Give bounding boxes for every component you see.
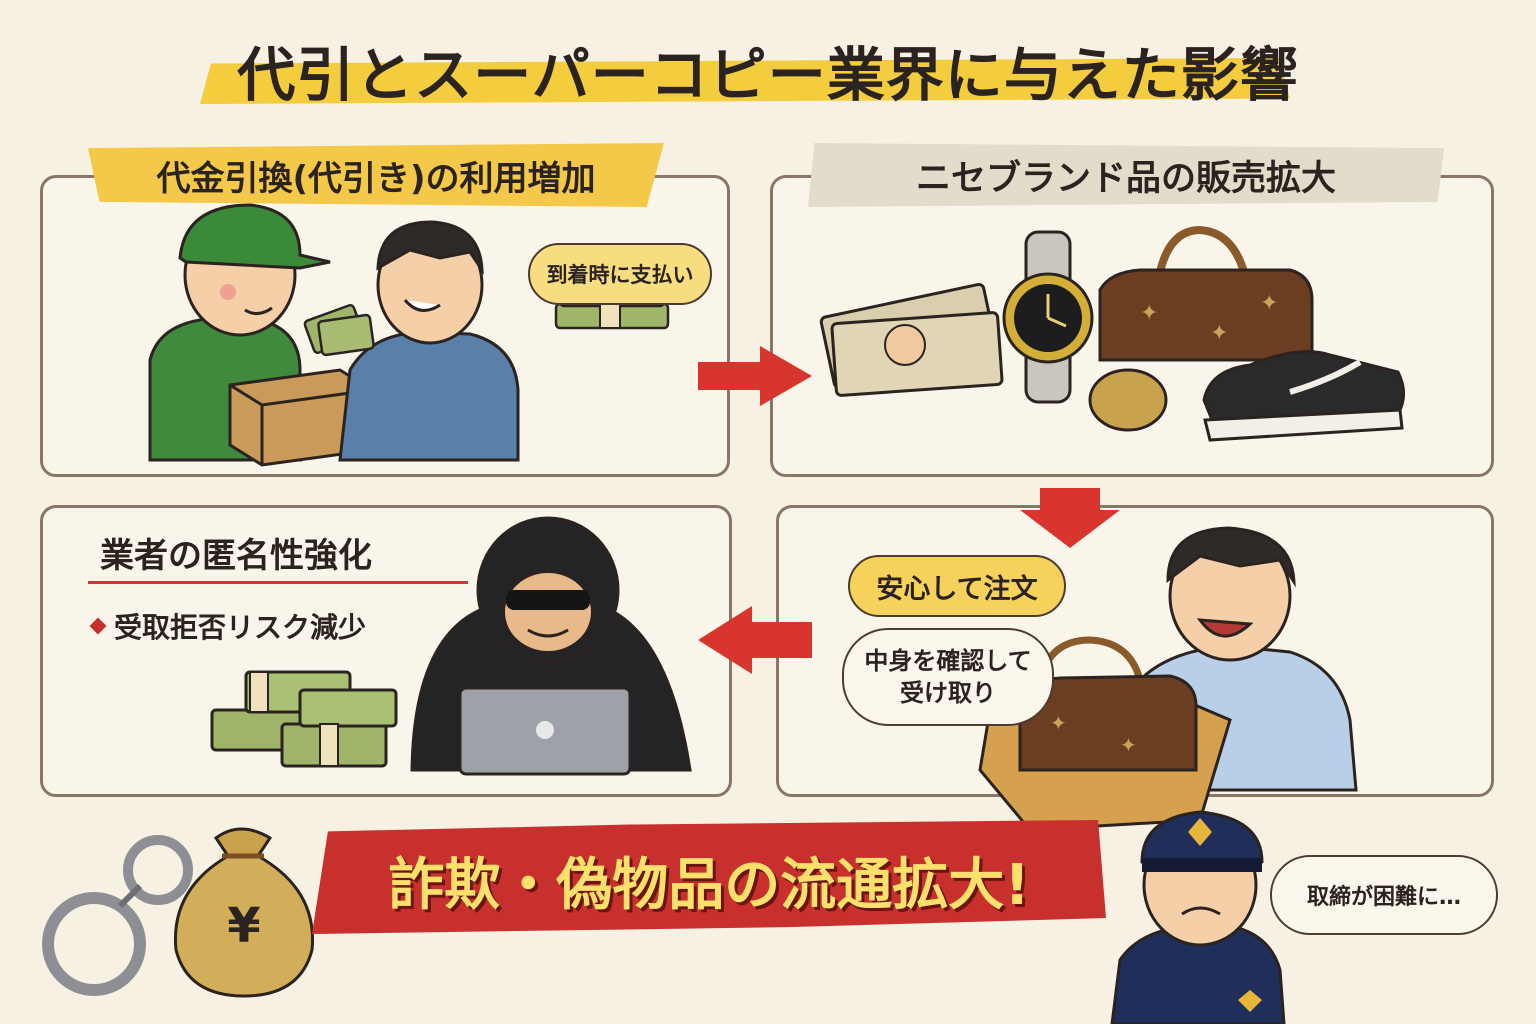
svg-text:✦: ✦ — [1260, 291, 1278, 316]
speech-bubble-police: 取締が困難に… — [1270, 855, 1498, 935]
arrow-down — [1020, 488, 1120, 548]
package-box — [228, 368, 374, 467]
page-title: 代引とスーパーコピー業界に与えた影響 — [237, 41, 1299, 109]
speech-bubble-safe-order: 安心して注文 — [848, 555, 1066, 617]
brand-handbag-icon: ✦ ✦ ✦ — [1098, 225, 1314, 362]
panel-heading-cod: 代金引換(代引き)の利用増加 — [88, 143, 664, 207]
arrow-right — [698, 346, 812, 406]
money-bag-icon — [173, 827, 315, 998]
arrow-left — [698, 606, 812, 674]
laptop-icon — [458, 686, 632, 776]
cash-bundles-icon — [210, 670, 398, 768]
bullet-item: 受取拒否リスク減少 — [89, 606, 367, 646]
bullet-text: 受取拒否リスク減少 — [114, 611, 367, 644]
police-officer-illustration — [1110, 810, 1286, 1024]
bubble-line-1: 中身を確認して — [864, 646, 1032, 675]
panel-heading-anonymity: 業者の匿名性強化 — [100, 536, 372, 576]
cash-in-hand-icon — [303, 304, 375, 357]
title-banner — [200, 58, 1290, 104]
bullet-diamond-icon — [89, 617, 107, 635]
conclusion-banner — [312, 820, 1106, 934]
speech-bubble-pay-on-arrival: 到着時に支払い — [528, 243, 712, 305]
small-pouch-icon — [1088, 368, 1168, 432]
yen-symbol: ¥ — [227, 898, 261, 954]
sneaker-icon — [1202, 350, 1405, 442]
svg-text:✦: ✦ — [1140, 301, 1158, 326]
banknotes-icon — [819, 282, 1004, 397]
wristwatch-icon — [1002, 230, 1094, 404]
speech-bubble-check-contents: 中身を確認して 受け取り — [842, 628, 1054, 726]
svg-text:✦: ✦ — [1050, 711, 1067, 735]
bubble-line-2: 受け取り — [900, 679, 996, 707]
open-box-with-handbag: ✦ ✦ — [978, 636, 1232, 832]
svg-text:✦: ✦ — [1120, 733, 1137, 757]
handcuffs-icon — [42, 835, 193, 996]
conclusion-text: 詐欺・偽物品の流通拡大! — [388, 853, 1030, 918]
heading-underline — [88, 581, 468, 584]
customer-illustration — [338, 220, 520, 462]
svg-text:✦: ✦ — [1210, 321, 1228, 346]
panel-heading-fake-brand: ニセブランド品の販売拡大 — [808, 143, 1444, 207]
